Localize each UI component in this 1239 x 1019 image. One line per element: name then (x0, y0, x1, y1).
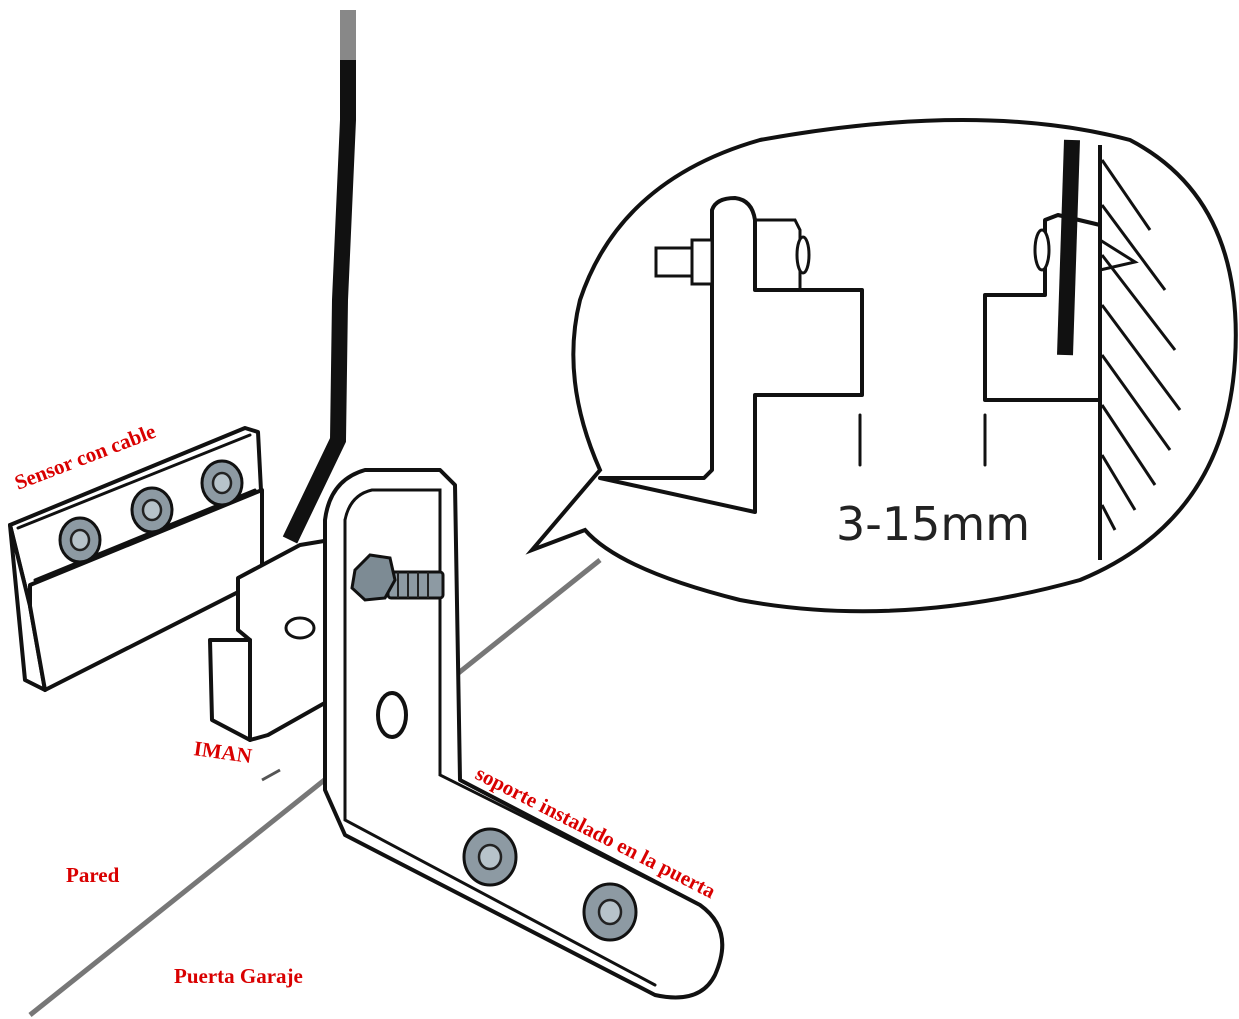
magnet-label: IMAN (192, 736, 253, 768)
sensor-screws (58, 459, 244, 564)
tick-mark (261, 768, 281, 782)
screw-icon (130, 486, 174, 534)
wall-label: Pared (66, 863, 120, 887)
screw-icon (58, 516, 102, 564)
magnet-block (208, 538, 332, 742)
door-bracket (323, 468, 725, 1000)
wall-hatching (1100, 159, 1182, 531)
screw-icon (462, 827, 518, 887)
detail-sensor-profile (983, 139, 1139, 560)
gap-dimension-label: 3-15mm (836, 497, 1030, 551)
screw-icon (582, 882, 638, 942)
door-label: Puerta Garaje (174, 964, 303, 988)
screw-icon (200, 459, 244, 507)
detail-bracket-profile (598, 196, 864, 514)
bolt-icon (350, 553, 445, 602)
magnet-hole (284, 616, 316, 640)
sensor-cable (282, 10, 356, 544)
bracket-slot (376, 691, 408, 739)
wall-floor-line (28, 558, 602, 1017)
